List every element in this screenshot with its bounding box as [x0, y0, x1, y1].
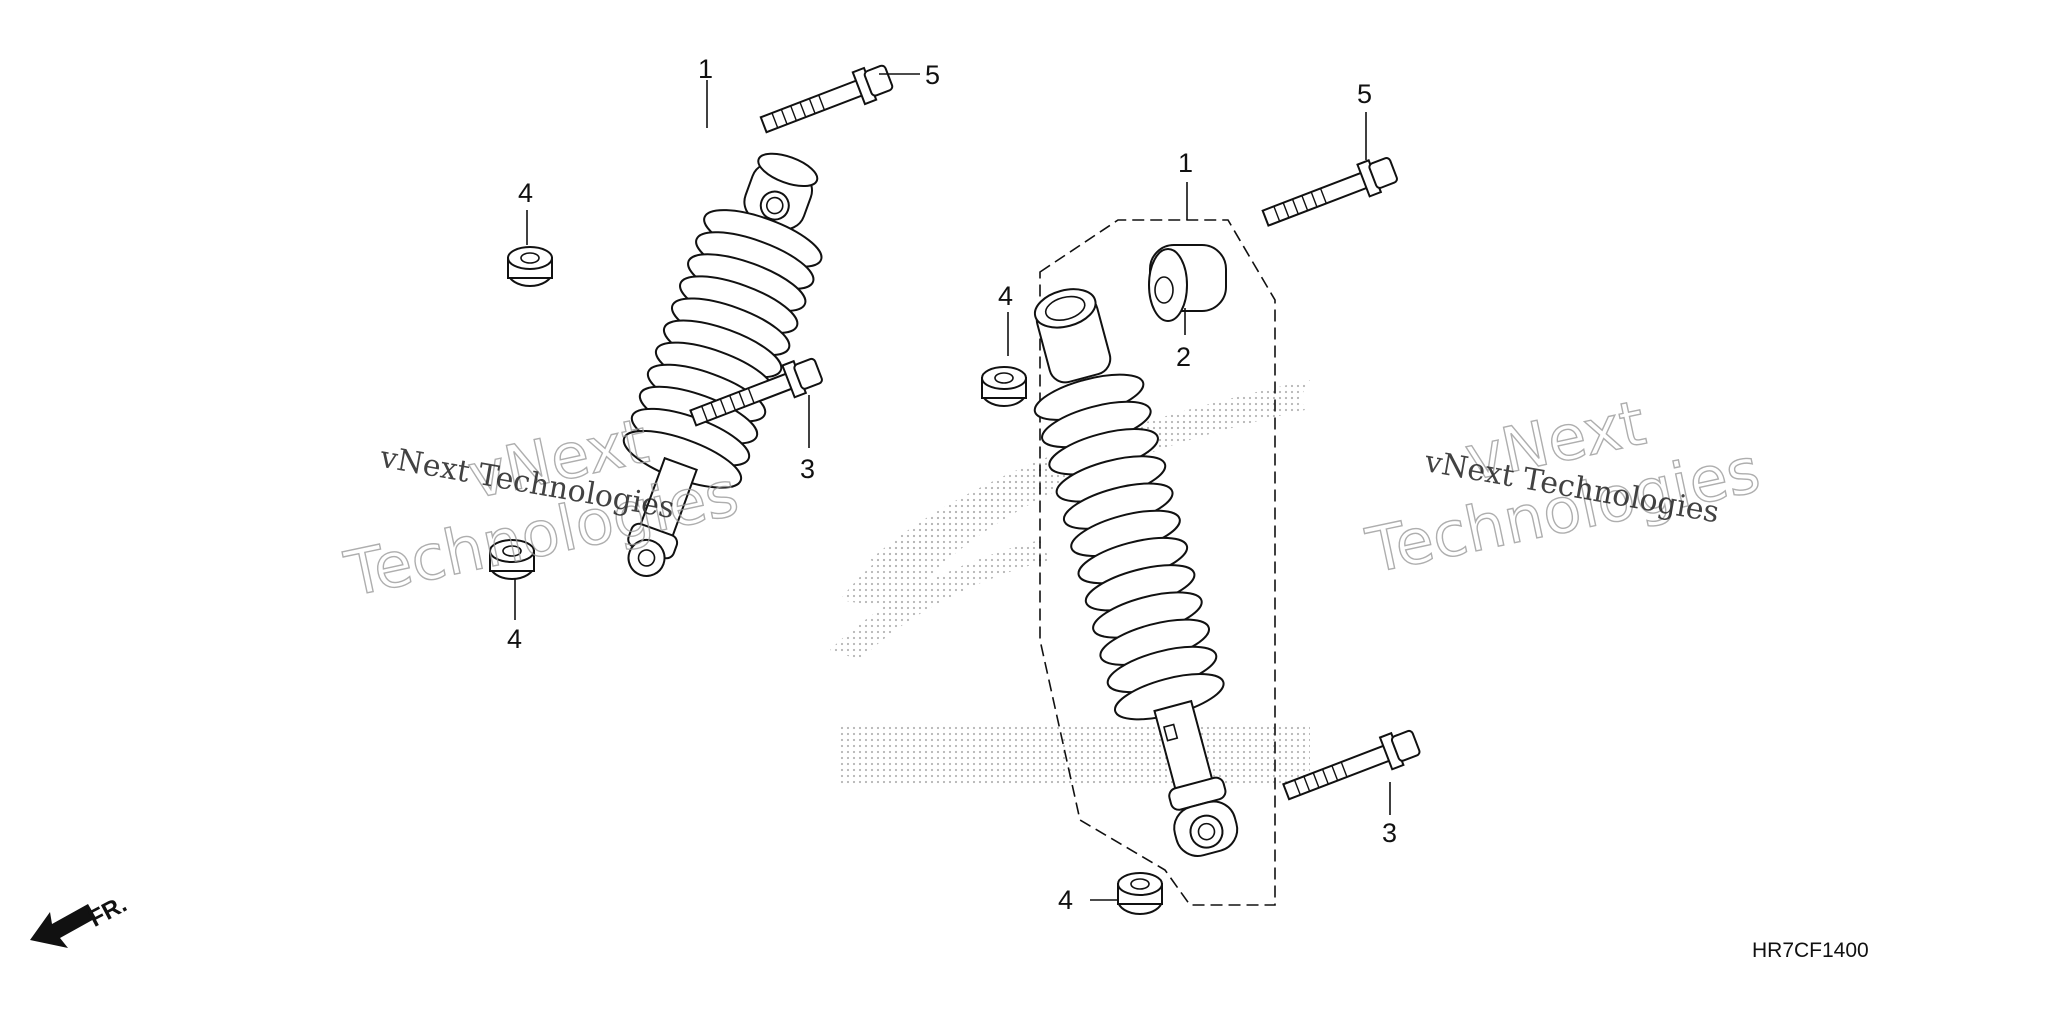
front-direction-indicator: FR. [30, 891, 131, 948]
right-shock-absorber[interactable] [1006, 276, 1265, 867]
callout-left-bolt-upper: 5 [925, 60, 940, 90]
callout-right-nut-lower: 4 [1058, 885, 1073, 915]
callout-right-bolt-lower: 3 [1382, 818, 1397, 848]
nut-upper-right[interactable] [981, 366, 1027, 407]
bolt-upper-right[interactable] [1259, 153, 1399, 234]
nut-lower-left[interactable] [489, 539, 535, 580]
callout-left-nut-upper: 4 [518, 178, 533, 208]
callout-right-bushing: 2 [1176, 342, 1191, 372]
watermark-right: vNext Technologies vNext Technologies [1359, 385, 1766, 588]
callout-right-bolt-upper: 5 [1357, 79, 1372, 109]
callout-right-nut-upper: 4 [998, 281, 1013, 311]
diagram-code: HR7CF1400 [1752, 939, 1869, 962]
bushing[interactable] [1148, 244, 1227, 322]
bolt-lower-left[interactable] [687, 354, 824, 434]
assembly-boundary [1039, 219, 1276, 906]
callout-left-nut-lower: 4 [507, 624, 522, 654]
callout-right-damper: 1 [1178, 148, 1193, 178]
nut-lower-right[interactable] [1117, 872, 1163, 915]
bolt-upper-left[interactable] [758, 61, 895, 141]
nut-upper-left[interactable] [507, 246, 553, 287]
front-label: FR. [84, 891, 131, 933]
left-shock-absorber[interactable] [582, 136, 850, 596]
callout-left-bolt-lower: 3 [800, 454, 815, 484]
callout-left-damper: 1 [698, 54, 713, 84]
background-logo [830, 380, 1310, 785]
front-arrow-icon [30, 904, 96, 948]
bolt-lower-right[interactable] [1280, 726, 1422, 808]
